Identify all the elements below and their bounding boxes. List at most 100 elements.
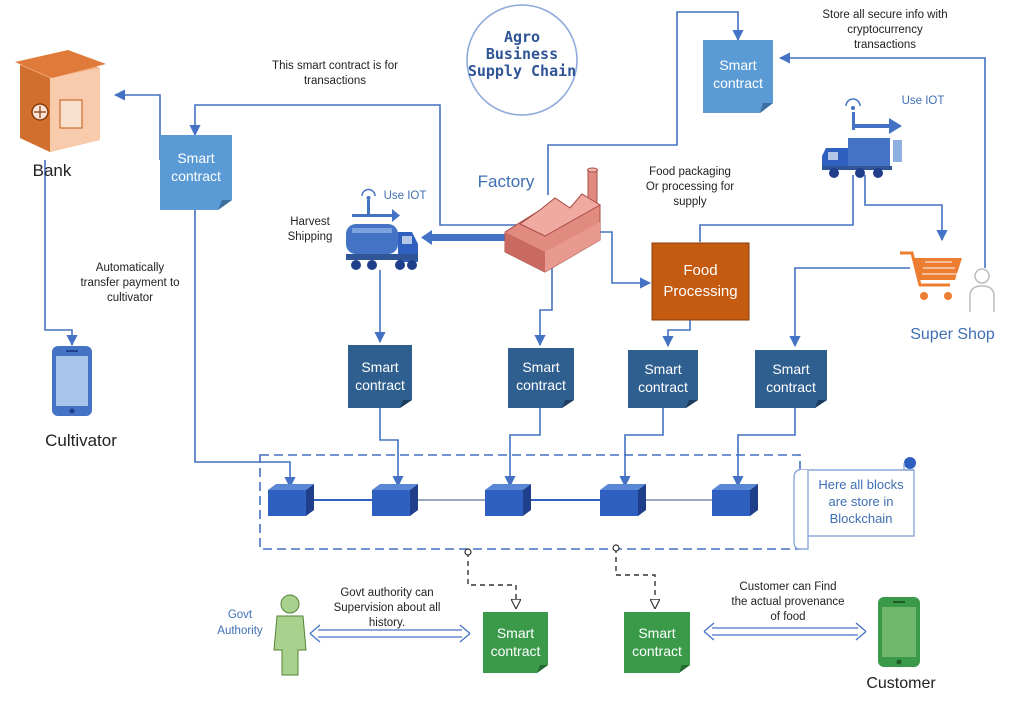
smart-contract-2	[508, 348, 574, 408]
block-3	[485, 484, 531, 516]
packaging-note-1: Food packaging	[649, 166, 731, 178]
supershop-to-contract4-line	[789, 267, 910, 348]
contract-4-label-1: Smart	[772, 361, 810, 377]
contract-3-label-1: Smart	[644, 361, 682, 377]
contract1-to-block2-line	[379, 408, 404, 488]
van-to-supershop-line	[864, 175, 948, 242]
contract-3-label-2: contract	[638, 379, 688, 395]
food-processing-label-2: Processing	[663, 283, 738, 300]
bank-label: Bank	[32, 161, 72, 180]
contract-4-label-2: contract	[766, 379, 816, 395]
delivery-van-icon	[822, 98, 902, 178]
cultivator-label: Cultivator	[45, 431, 117, 450]
blockchain-note-1: Here all blocks	[818, 477, 904, 492]
van-to-processing-line	[699, 175, 854, 242]
govt-double-arrow	[309, 624, 471, 643]
food-processing-label-1: Food	[683, 262, 718, 279]
bank-icon	[15, 50, 106, 152]
title-line-3: Supply Chain	[467, 62, 577, 80]
block-2	[372, 484, 418, 516]
customer-label: Customer	[866, 675, 936, 692]
factory-to-processing-line	[600, 231, 652, 289]
govt-authority-person-icon	[273, 594, 307, 676]
govt-authority-label-2: Authority	[217, 625, 263, 637]
title-line-1: Agro	[503, 28, 541, 46]
title-line-2: Business	[485, 45, 559, 63]
contract-2-label-1: Smart	[522, 359, 560, 375]
contract-to-block1-line	[194, 200, 296, 489]
factory-icon	[504, 167, 601, 273]
transactions-note-2: transactions	[303, 75, 366, 87]
contract-customer-label-1: Smart	[638, 625, 676, 641]
govt-note-3: history.	[368, 617, 406, 629]
blocks	[268, 484, 758, 516]
customer-note-2: the actual provenance	[731, 596, 845, 608]
blockchain-scroll	[793, 457, 916, 550]
super-shop-label: Super Shop	[910, 326, 995, 343]
packaging-note-2: Or processing for	[645, 181, 735, 193]
customer-phone-icon	[878, 597, 920, 667]
factory-label: Factory	[477, 172, 535, 191]
blockchain-frame	[259, 454, 801, 550]
contract3-to-block4-line	[619, 408, 664, 488]
contract-secure-label-2: contract	[713, 75, 763, 91]
contract-govt-label-2: contract	[490, 643, 541, 659]
contract-secure-label-1: Smart	[719, 57, 757, 73]
blockchain-note-2: are store in	[828, 494, 894, 509]
secure-note-2: cryptocurrency	[847, 24, 923, 36]
audit-connectors	[467, 548, 655, 608]
contract4-to-block5-line	[732, 408, 796, 488]
harvest-shipping-label-2: Shipping	[287, 231, 333, 243]
packaging-note-3: supply	[673, 196, 707, 208]
smart-contract-customer	[624, 612, 690, 673]
contract-transactions-label-1: Smart	[177, 150, 215, 166]
connector-lines	[44, 11, 986, 489]
auto-payment-note-1: Automatically	[95, 262, 165, 274]
contract-to-bank-line	[113, 89, 161, 160]
smart-contract-4	[755, 350, 827, 408]
smart-contract-transactions	[160, 135, 232, 210]
factory-to-contract2-line	[534, 262, 553, 347]
transactions-note-1: This smart contract is for	[272, 60, 398, 72]
use-iot-truck-label: Use IOT	[383, 190, 427, 202]
factory-to-truck-arrow	[421, 230, 510, 245]
contract-2-label-2: contract	[516, 377, 566, 393]
food-processing-box	[651, 242, 750, 321]
contract-1-label-2: contract	[355, 377, 405, 393]
factory-to-secure-contract-line	[547, 11, 744, 195]
double-arrows	[309, 622, 867, 643]
tanker-truck-icon	[346, 188, 418, 270]
govt-authority-label-1: Govt	[227, 609, 253, 621]
block-4	[600, 484, 646, 516]
cultivator-phone-icon	[52, 346, 92, 416]
contract-transactions-label-2: contract	[171, 168, 221, 184]
contract-1-label-1: Smart	[361, 359, 399, 375]
use-iot-van-label: Use IOT	[901, 95, 945, 107]
blockchain-note-3: Blockchain	[829, 511, 893, 526]
block-1	[268, 484, 314, 516]
customer-double-arrow	[703, 622, 867, 641]
harvest-shipping-label-1: Harvest	[290, 216, 330, 228]
contract2-to-block3-line	[504, 408, 541, 488]
bank-to-cultivator-line	[44, 160, 78, 347]
smart-contract-1	[348, 345, 412, 408]
customer-note-3: of food	[770, 611, 806, 623]
super-shop-icon	[900, 251, 995, 312]
customer-note-1: Customer can Find	[739, 581, 837, 593]
contract-govt-label-1: Smart	[496, 625, 535, 641]
smart-contract-docs	[160, 40, 827, 673]
secure-note-3: transactions	[853, 39, 916, 51]
govt-note-1: Govt authority can	[340, 587, 434, 599]
smart-contract-secure	[703, 40, 773, 113]
factory-to-contract-line	[189, 104, 520, 226]
govt-note-2: Supervision about all	[333, 602, 441, 614]
smart-contract-govt	[483, 612, 548, 673]
smart-contract-3	[628, 350, 698, 408]
block-5	[712, 484, 758, 516]
title-circle	[466, 4, 578, 116]
secure-note-1: Store all secure info with	[822, 9, 948, 21]
auto-payment-note-2: transfer payment to	[80, 277, 180, 289]
auto-payment-note-3: cultivator	[106, 292, 154, 304]
